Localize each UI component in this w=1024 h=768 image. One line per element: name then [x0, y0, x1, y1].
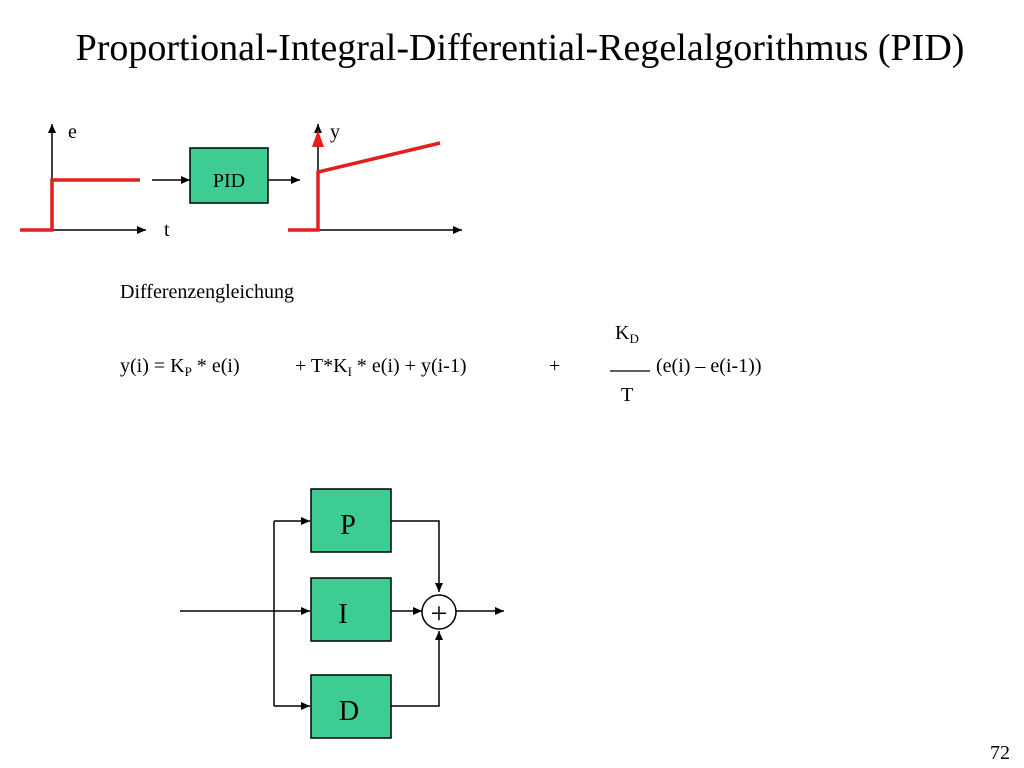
equation-term-1: y(i) = KP * e(i)	[120, 355, 240, 378]
equation-term2-rest: * e(i) + y(i-1)	[351, 355, 467, 377]
parallel-block-diagram: P I D +	[180, 488, 504, 739]
i-block-label: I	[338, 599, 347, 630]
sum-label: +	[431, 597, 448, 630]
input-step-plot: e t	[20, 121, 170, 241]
d-block-label: D	[339, 696, 359, 727]
fraction-numerator: KD	[615, 322, 639, 345]
p-block-label: P	[340, 510, 356, 541]
ki-subscript: I	[347, 364, 352, 379]
input-step-signal	[20, 178, 140, 232]
input-axis-label: e	[68, 121, 77, 143]
equation-lhs: y(i) = K	[120, 355, 185, 377]
kd-symbol: K	[615, 322, 630, 344]
kd-subscript: D	[629, 331, 639, 346]
page-number: 72	[990, 742, 1010, 764]
pid-block-label: PID	[213, 170, 245, 192]
impulse-arrowhead	[312, 130, 324, 147]
kp-subscript: P	[184, 364, 192, 379]
time-axis-label: t	[164, 219, 170, 241]
output-response-plot: y	[288, 121, 462, 234]
equation-term-3: (e(i) – e(i-1))	[656, 355, 762, 377]
equation-term2-pre: + T*K	[295, 355, 348, 377]
fraction-denominator: T	[621, 384, 634, 406]
i-block	[310, 577, 392, 642]
equation-heading: Differenzengleichung	[120, 281, 294, 303]
p-to-sum-line	[391, 520, 443, 592]
d-block	[310, 674, 392, 739]
equation-term1-rest: * e(i)	[191, 355, 240, 377]
pid-block	[189, 147, 269, 204]
d-to-sum-line	[391, 631, 443, 707]
summing-junction	[421, 594, 457, 630]
output-response-signal	[288, 141, 441, 232]
equation-term-2: + T*KI * e(i) + y(i-1)	[295, 355, 467, 378]
equation-plus: +	[549, 355, 561, 377]
output-axis-label: y	[330, 121, 340, 143]
slide-title: Proportional-Integral-Differential-Regel…	[75, 27, 965, 69]
